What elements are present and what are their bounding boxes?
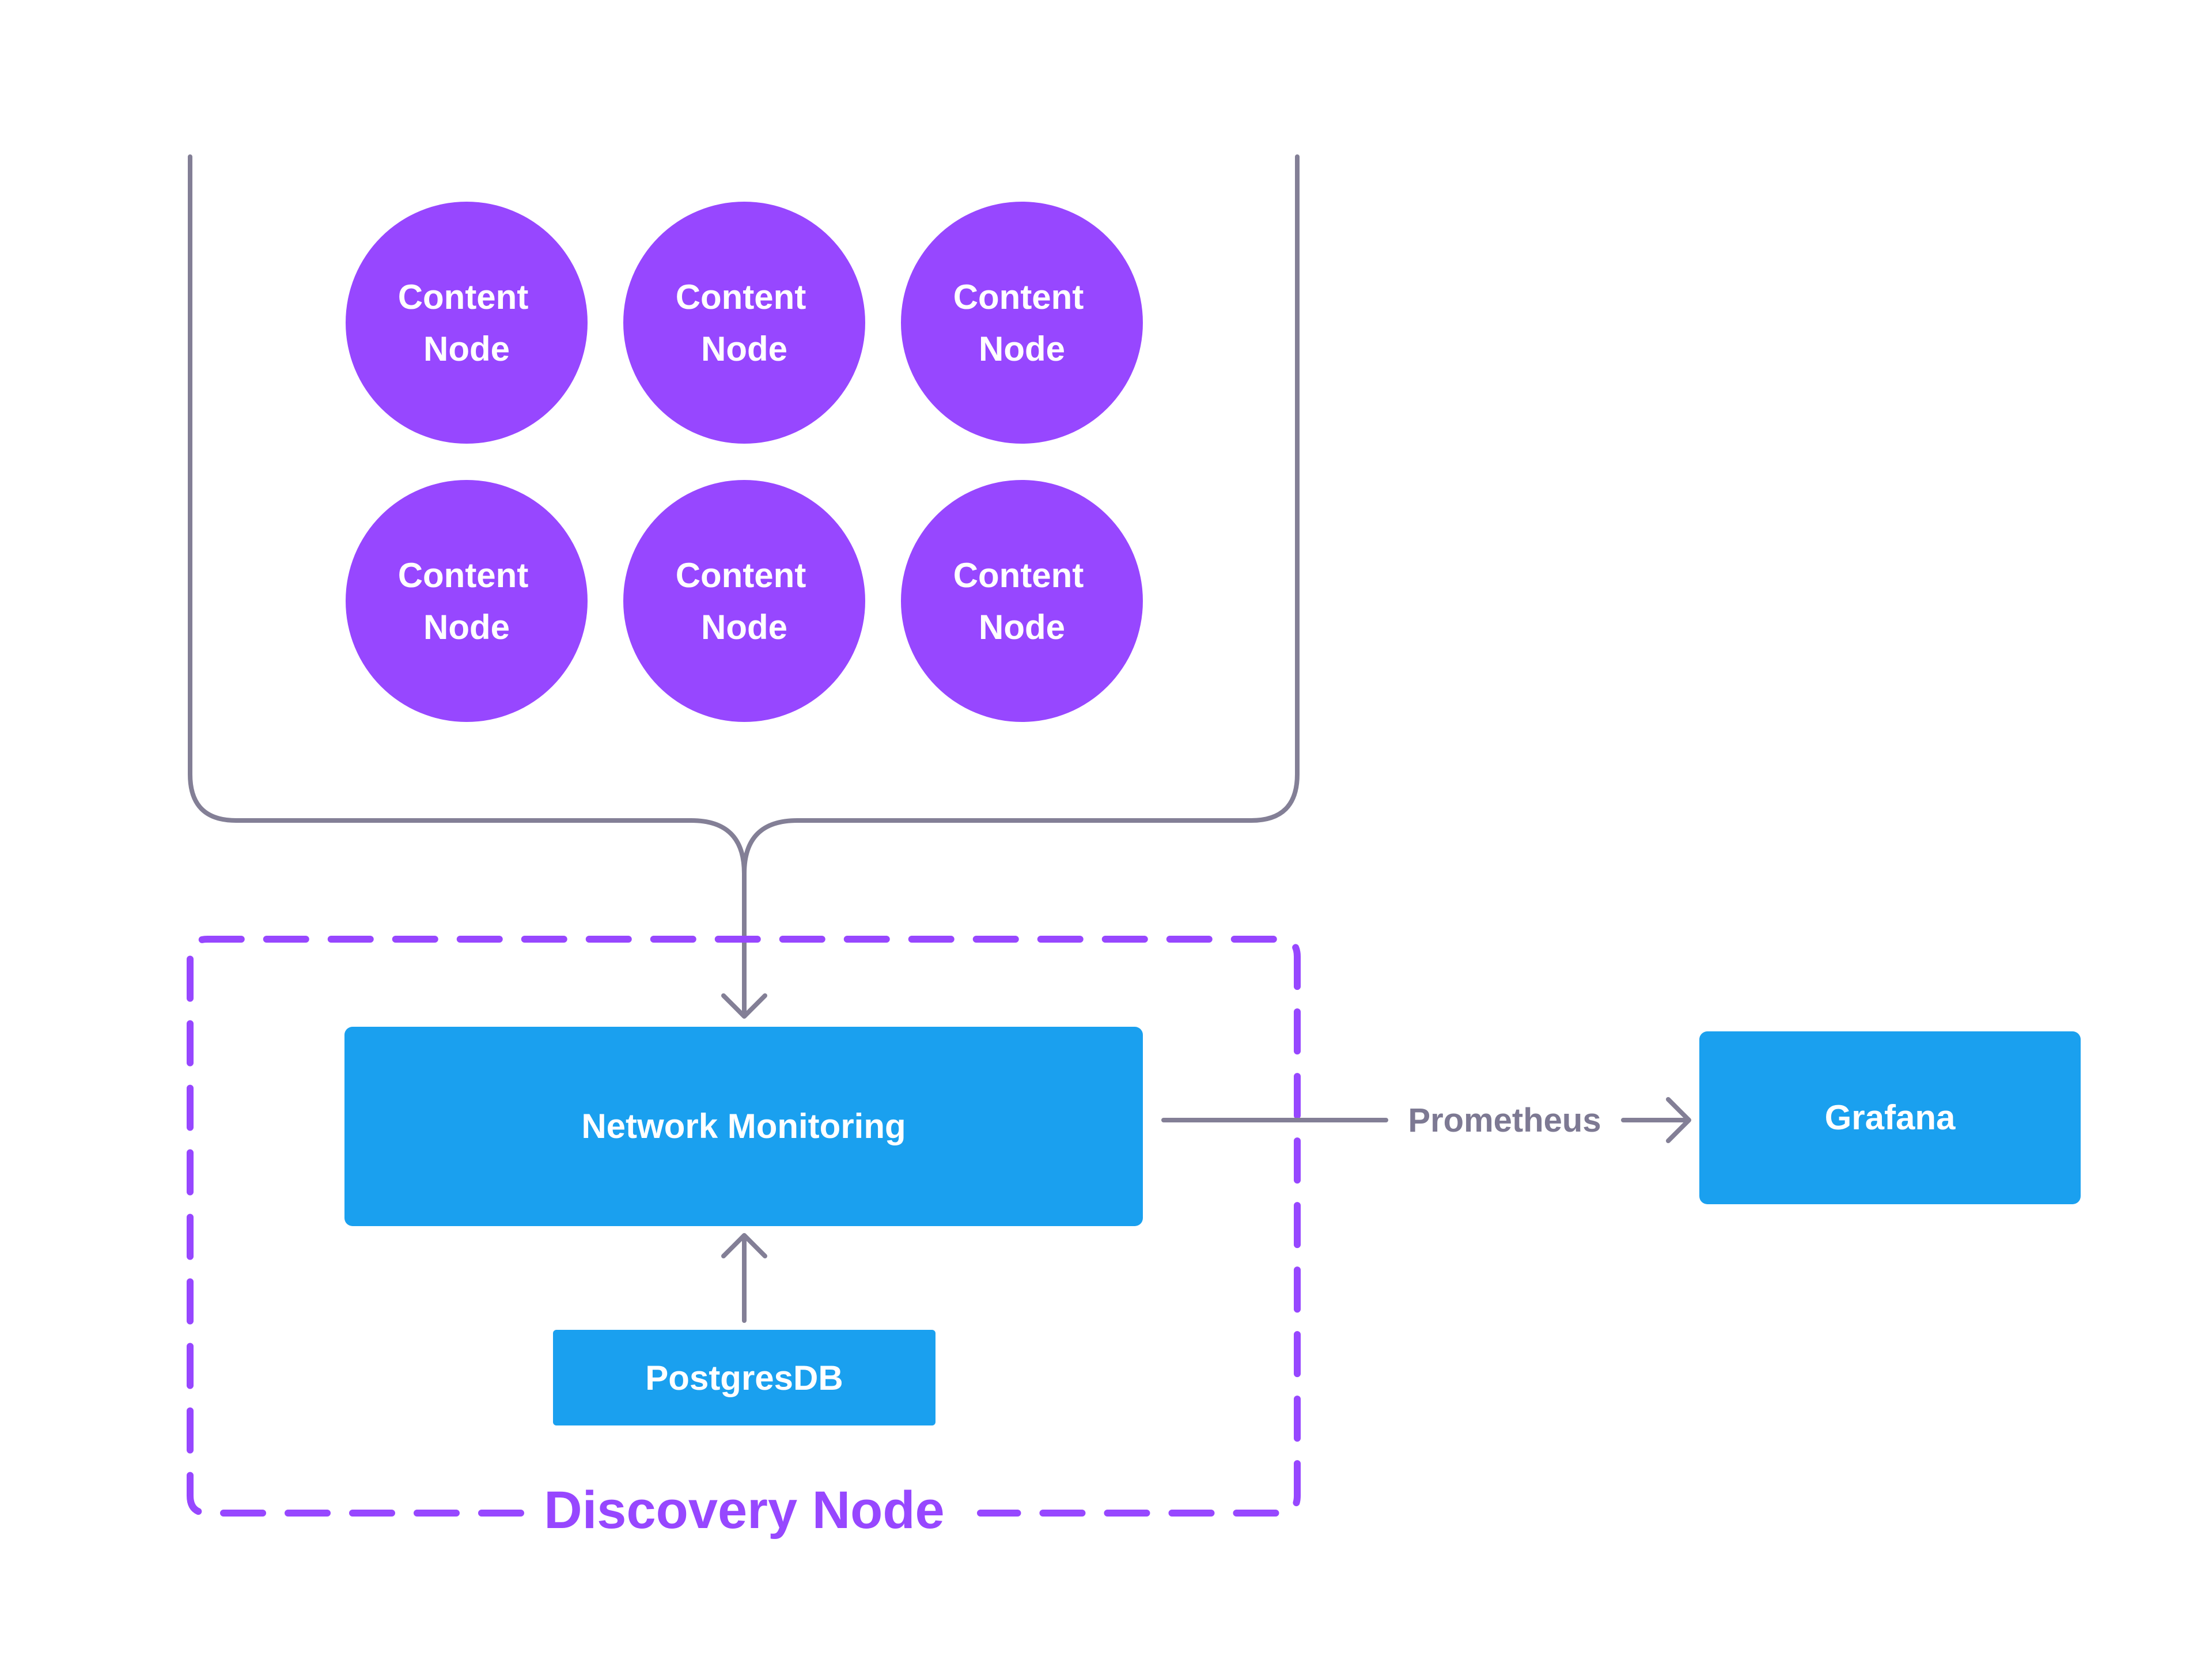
postgresdb-box [553, 1330, 935, 1425]
grafana-box [1699, 1031, 2081, 1204]
prometheus-label: Prometheus [1408, 1102, 1601, 1139]
network-monitoring-label: Network Monitoring [581, 1107, 906, 1145]
content-node-3-line1: Content [398, 556, 529, 595]
content-node-1-line1: Content [676, 278, 806, 316]
content-node-3-line2: Node [423, 608, 510, 646]
content-node-5-line1: Content [953, 556, 1084, 595]
content-nodes-bracket [188, 154, 1300, 1018]
content-node-5: Content Node [901, 480, 1143, 722]
prometheus-arrow-line-right [1621, 1097, 1691, 1143]
content-node-4-line1: Content [676, 556, 806, 595]
postgresdb-label: PostgresDB [645, 1359, 843, 1397]
content-node-0-line2: Node [423, 330, 510, 368]
content-node-4-line2: Node [701, 608, 787, 646]
content-node-2-line2: Node [979, 330, 1065, 368]
discovery-node-label: Discovery Node [544, 1481, 944, 1540]
content-node-5-line2: Node [979, 608, 1065, 646]
content-node-0-line1: Content [398, 278, 529, 316]
content-node-1-line2: Node [701, 330, 787, 368]
discovery-node-boundary [187, 936, 1301, 1517]
network-monitoring-box [344, 1027, 1143, 1226]
bracket-arrowhead [721, 993, 767, 1019]
content-node-4: Content Node [623, 480, 865, 722]
content-node-3: Content Node [346, 480, 588, 722]
grafana-label: Grafana [1825, 1098, 1956, 1137]
content-node-2-line1: Content [953, 278, 1084, 316]
content-node-0: Content Node [346, 202, 588, 444]
postgres-arrow [721, 1233, 767, 1323]
content-node-2: Content Node [901, 202, 1143, 444]
content-node-1: Content Node [623, 202, 865, 444]
